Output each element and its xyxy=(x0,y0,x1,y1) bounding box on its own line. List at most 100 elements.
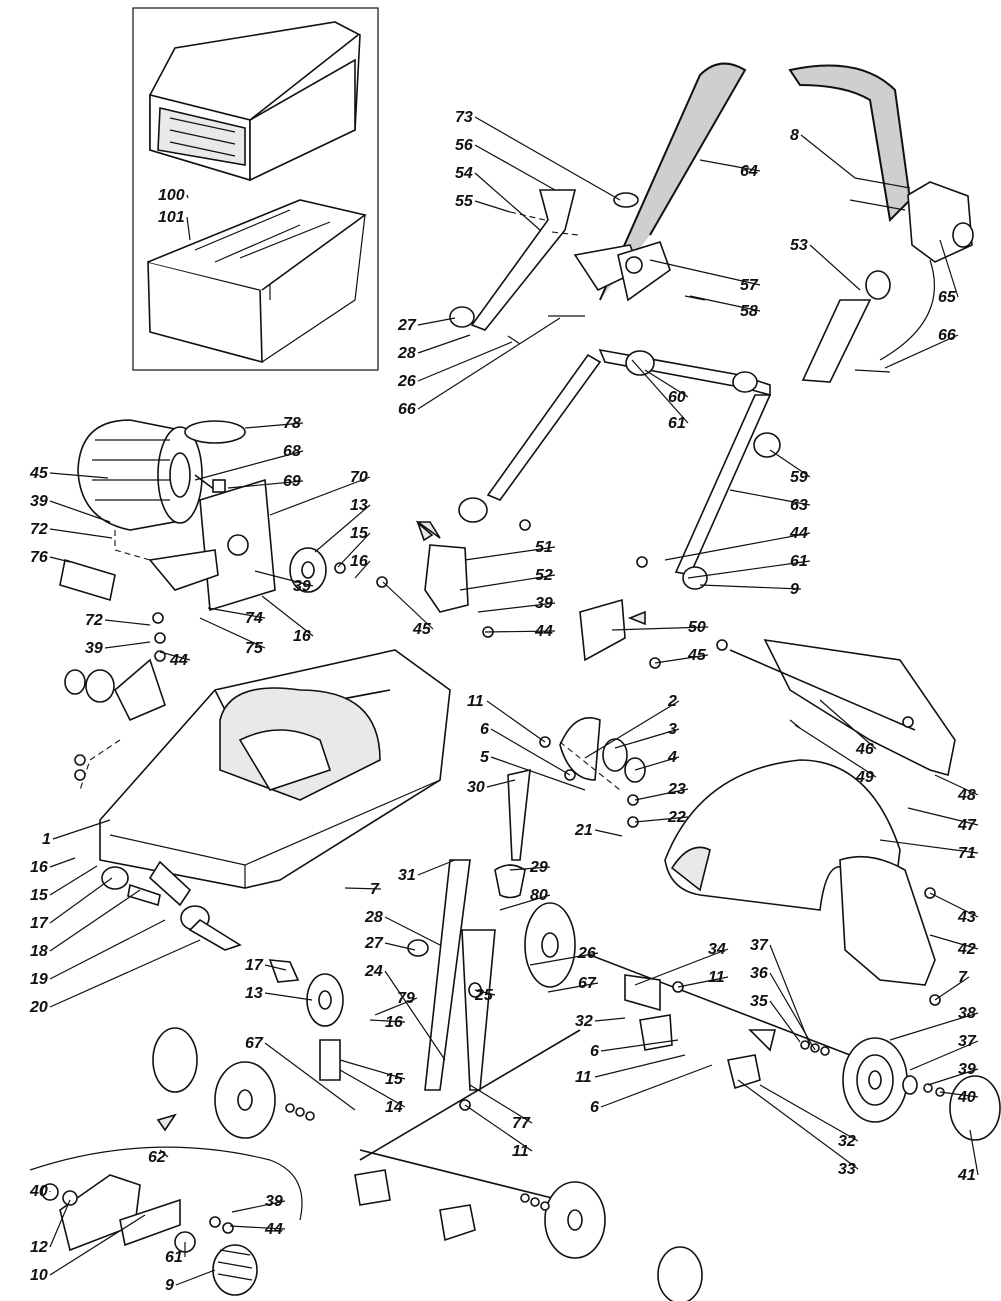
part-label: 49 xyxy=(855,769,874,786)
leader-line xyxy=(699,584,802,590)
leader-line xyxy=(469,1084,533,1124)
leader-line xyxy=(699,159,761,172)
part-label: 38 xyxy=(958,1005,976,1022)
leader-line xyxy=(175,1269,216,1286)
leader-line xyxy=(884,334,959,369)
leader-line xyxy=(49,556,71,563)
part-label: 32 xyxy=(838,1133,856,1150)
leader-line xyxy=(459,574,556,591)
part-label: 44 xyxy=(264,1221,283,1238)
part-label: 43 xyxy=(957,909,976,926)
part-label: 14 xyxy=(385,1099,403,1116)
part-label: 32 xyxy=(575,1013,593,1030)
leader-line xyxy=(769,972,816,1051)
part-label: 1 xyxy=(42,831,51,848)
leader-line xyxy=(384,916,441,946)
leader-line xyxy=(384,942,416,951)
leader-line xyxy=(159,651,191,661)
part-label: 11 xyxy=(708,969,725,986)
leader-line xyxy=(939,1091,979,1098)
handle-assembly xyxy=(449,62,974,383)
part-label: 28 xyxy=(397,345,416,362)
leader-line xyxy=(199,617,266,649)
leader-line xyxy=(490,728,571,776)
leader-line xyxy=(264,992,313,1001)
leader-line xyxy=(484,630,556,633)
part-label: 24 xyxy=(364,963,383,980)
part-label: 11 xyxy=(575,1069,592,1086)
leader-line xyxy=(52,819,111,840)
leader-line xyxy=(687,560,811,579)
leader-line xyxy=(594,829,623,837)
leader-line xyxy=(600,1064,713,1108)
leader-line xyxy=(49,472,109,479)
leader-line xyxy=(737,1079,859,1170)
part-label: 16 xyxy=(30,859,48,876)
leader-line xyxy=(614,728,680,749)
leader-line xyxy=(644,369,689,398)
part-label: 66 xyxy=(938,327,956,344)
leader-line xyxy=(417,334,471,354)
part-label: 15 xyxy=(385,1071,404,1088)
part-label: 16 xyxy=(293,628,311,645)
leader-line xyxy=(654,654,709,664)
part-label: 68 xyxy=(283,443,301,460)
leader-line xyxy=(186,216,191,241)
part-label: 20 xyxy=(29,999,48,1016)
leader-line xyxy=(227,480,304,489)
leader-line xyxy=(264,1042,356,1111)
leader-line xyxy=(49,500,111,523)
part-label: 7 xyxy=(958,969,968,986)
part-label: 77 xyxy=(512,1115,531,1132)
leader-line xyxy=(269,476,371,516)
indicator-arrow-51 xyxy=(415,521,441,539)
part-label: 34 xyxy=(708,941,726,958)
part-label: 52 xyxy=(535,567,553,584)
grass-collector-inset xyxy=(132,7,379,371)
part-label: 2 xyxy=(667,693,677,710)
leader-line xyxy=(186,194,189,199)
part-label: 27 xyxy=(397,317,417,334)
detail-inset xyxy=(29,1113,303,1296)
leader-line xyxy=(49,919,166,980)
leader-line xyxy=(631,359,689,424)
part-label: 42 xyxy=(957,941,976,958)
part-label: 28 xyxy=(364,909,383,926)
leader-line xyxy=(929,892,979,918)
part-label: 67 xyxy=(245,1035,264,1052)
part-label: 40 xyxy=(29,1183,48,1200)
leader-line xyxy=(229,1225,286,1230)
part-label: 62 xyxy=(148,1149,166,1166)
leader-line xyxy=(927,1068,979,1086)
part-label: 73 xyxy=(455,109,473,126)
part-label: 29 xyxy=(529,859,548,876)
main-housing xyxy=(79,649,451,889)
part-label: 39 xyxy=(958,1061,976,1078)
leader-line xyxy=(800,134,856,179)
leader-line xyxy=(529,952,599,966)
leader-line xyxy=(464,1104,533,1152)
part-label: 100 xyxy=(158,187,185,204)
part-label: 22 xyxy=(667,809,686,826)
part-label: 26 xyxy=(577,945,596,962)
leader-lines xyxy=(49,116,979,1286)
leader-line xyxy=(907,807,979,826)
part-label: 56 xyxy=(455,137,473,154)
leader-line xyxy=(104,619,151,626)
leader-line xyxy=(486,700,546,743)
part-label: 39 xyxy=(265,1193,283,1210)
leader-line xyxy=(499,894,551,911)
part-label: 63 xyxy=(790,497,808,514)
motor-assembly xyxy=(59,419,346,662)
part-label: 6 xyxy=(590,1043,599,1060)
leader-line xyxy=(769,944,811,1046)
leader-line xyxy=(649,259,761,286)
center-rollers xyxy=(306,768,576,1091)
part-label: 23 xyxy=(667,781,686,798)
leader-line xyxy=(677,976,729,988)
leader-line xyxy=(417,859,456,876)
leader-line xyxy=(264,964,287,971)
part-label: 6 xyxy=(590,1099,599,1116)
part-label: 5 xyxy=(480,749,490,766)
part-label: 67 xyxy=(578,975,597,992)
